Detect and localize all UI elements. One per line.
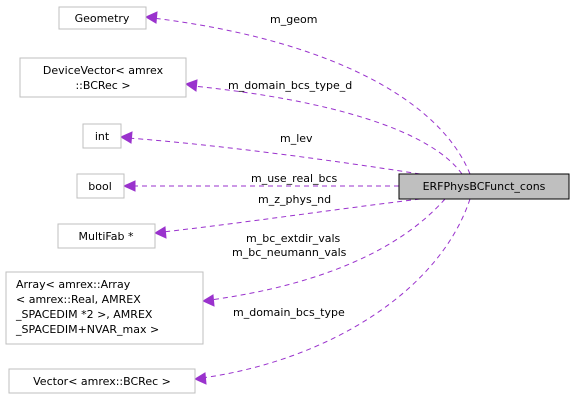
node-vector-bcrec[interactable]: Vector< amrex::BCRec > [8,368,196,394]
edge-label-m-z-phys-nd: m_z_phys_nd [258,193,331,206]
arrowhead-icon [184,79,198,92]
node-label: MultiFab * [79,230,134,243]
node-label-line-1: DeviceVector< amrex [43,64,164,77]
arrowhead-icon [201,294,215,307]
edge-m-lev: m_lev [119,131,421,175]
main-node-label: ERFPhysBCFunct_cons [423,180,546,193]
edge-label-m-domain-bcs-type: m_domain_bcs_type [233,306,345,319]
edge-m-domain-bcs-type: m_domain_bcs_type [193,198,471,385]
edge-m-bc-extdir-neumann-vals: m_bc_extdir_vals m_bc_neumann_vals [201,198,446,307]
arrowhead-icon [122,180,136,192]
edge-m-use-real-bcs: m_use_real_bcs [122,172,399,192]
node-geometry[interactable]: Geometry [58,6,147,30]
node-label-line-4: _SPACEDIM+NVAR_max > [15,323,159,336]
arrowhead-icon [144,11,158,24]
node-label-line-2: ::BCRec > [75,79,130,92]
node-label-line-2: < amrex::Real, AMREX [16,293,141,306]
arrowhead-icon [119,131,133,144]
node-erfphysbcfunct-cons[interactable]: ERFPhysBCFunct_cons [398,173,570,200]
edge-m-geom: m_geom [144,11,471,175]
node-label: int [95,130,110,143]
edge-m-domain-bcs-type-d: m_domain_bcs_type_d [184,79,463,175]
node-int[interactable]: int [82,123,122,149]
arrowhead-icon [193,372,207,385]
node-device-vector-bcrec[interactable]: DeviceVector< amrex ::BCRec > [19,57,187,98]
edge-label-m-geom: m_geom [270,13,317,26]
edge-m-z-phys-nd: m_z_phys_nd [153,193,421,239]
node-label: bool [88,180,112,193]
edge-label-m-domain-bcs-type-d: m_domain_bcs_type_d [228,79,352,92]
arrowhead-icon [153,226,167,239]
node-array-array-real[interactable]: Array< amrex::Array < amrex::Real, AMREX… [5,271,204,345]
edge-label-m-lev: m_lev [280,132,313,145]
node-label: Vector< amrex::BCRec > [33,375,171,388]
node-label-line-1: Array< amrex::Array [16,278,131,291]
node-multifab-ptr[interactable]: MultiFab * [57,223,156,249]
edge-label-m-use-real-bcs: m_use_real_bcs [251,172,338,185]
node-label-line-3: _SPACEDIM *2 >, AMREX [15,308,153,321]
edge-label-m-bc-extdir-vals: m_bc_extdir_vals [246,232,341,245]
edge-label-m-bc-neumann-vals: m_bc_neumann_vals [232,246,347,259]
node-label: Geometry [75,12,130,25]
node-bool[interactable]: bool [76,173,125,199]
